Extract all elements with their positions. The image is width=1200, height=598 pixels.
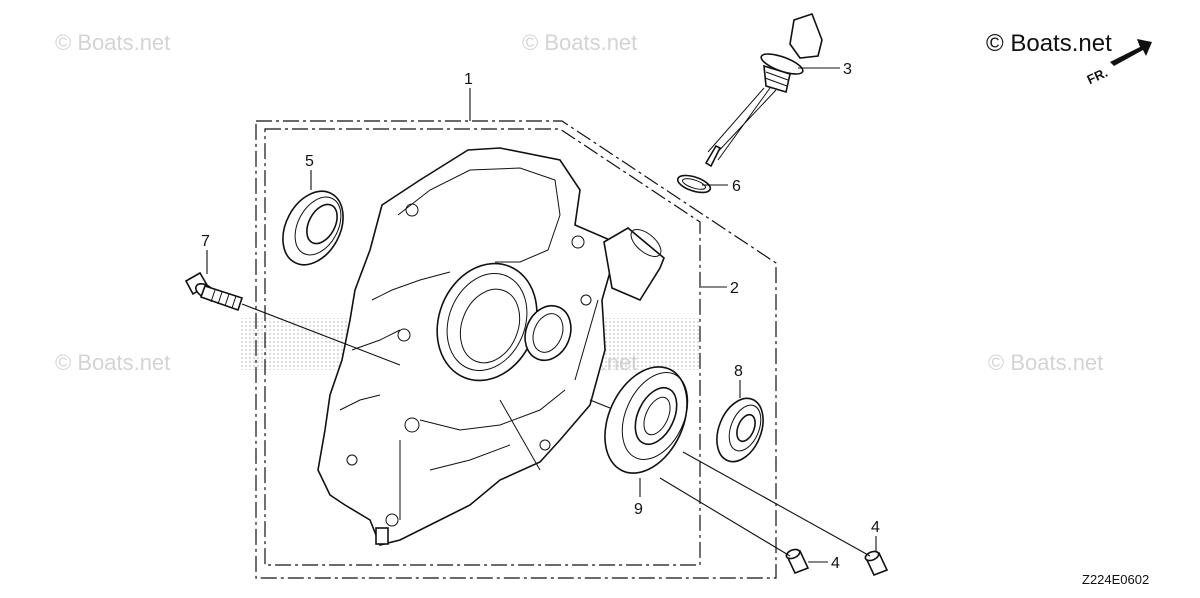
callout-4-left: 4 xyxy=(831,555,840,572)
assembly-boundary-outer xyxy=(255,120,777,579)
front-arrow-icon: FR. xyxy=(1085,39,1152,87)
dowel-pin-left xyxy=(785,548,810,575)
callout-8: 8 xyxy=(734,363,743,380)
callout-3: 3 xyxy=(843,61,852,78)
watermark-mid-right: © Boats.net xyxy=(988,350,1104,375)
callout-1: 1 xyxy=(464,71,473,88)
o-ring xyxy=(676,174,712,194)
watermark-top-left: © Boats.net xyxy=(55,30,171,55)
radial-ball-bearing-small xyxy=(716,397,764,463)
oil-seal xyxy=(282,190,344,266)
leader-lines xyxy=(206,67,877,563)
watermark-top-center: © Boats.net xyxy=(522,30,638,55)
radial-ball-bearing-large xyxy=(604,366,689,474)
assembly-boundary-inner xyxy=(264,128,701,566)
callout-6: 6 xyxy=(732,178,741,195)
callout-7: 7 xyxy=(201,233,210,250)
flange-bolt xyxy=(184,271,244,312)
crankcase-cover xyxy=(317,147,665,546)
watermark-mid-left: © Boats.net xyxy=(55,350,171,375)
dowel-pin-right xyxy=(864,550,889,577)
oil-level-gauge xyxy=(704,12,823,168)
diagram-code: Z224E0602 xyxy=(1082,572,1150,587)
callout-4-right: 4 xyxy=(871,519,880,536)
callout-9: 9 xyxy=(634,501,643,518)
brand-label: © Boats.net xyxy=(986,30,1112,57)
callout-5: 5 xyxy=(305,153,314,170)
callout-2: 2 xyxy=(730,280,739,297)
front-label: FR. xyxy=(1085,65,1110,87)
